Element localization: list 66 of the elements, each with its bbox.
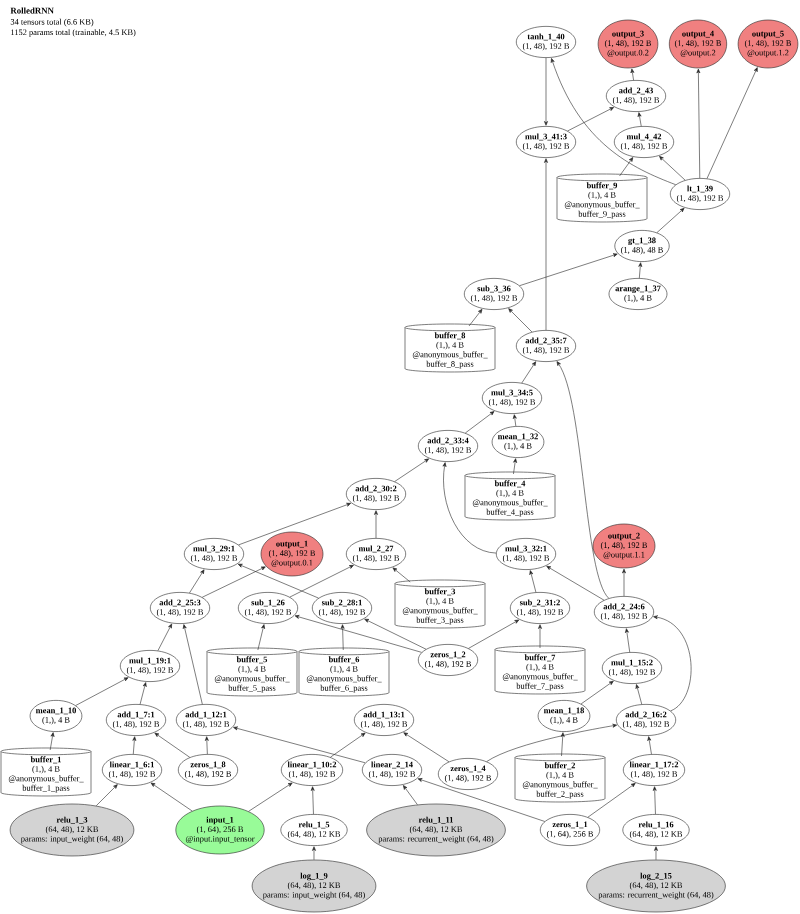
arrow	[580, 680, 614, 705]
arrow	[567, 107, 614, 132]
arrow	[364, 618, 427, 650]
arrow	[560, 732, 565, 757]
arrow	[150, 782, 193, 812]
arrow	[619, 157, 634, 177]
arrow	[550, 58, 676, 185]
arrow	[403, 732, 450, 763]
arrow	[310, 786, 315, 815]
arrow	[659, 156, 686, 181]
arrow	[519, 253, 618, 286]
arrow	[468, 309, 483, 327]
arrow	[201, 566, 266, 598]
arrow	[653, 615, 692, 712]
arrow	[139, 682, 147, 705]
arrow	[233, 726, 366, 764]
arrow	[512, 414, 517, 427]
arrow	[529, 570, 537, 593]
arrow	[587, 783, 636, 818]
arrow	[622, 568, 626, 597]
arrow	[544, 57, 548, 126]
arrow	[637, 112, 642, 127]
arrow	[652, 786, 657, 815]
arrow	[638, 262, 643, 279]
arrow	[374, 510, 378, 539]
arrow	[625, 628, 631, 653]
arrow	[468, 619, 520, 649]
arrow	[182, 624, 203, 705]
arrow	[394, 458, 429, 482]
arrow	[508, 308, 533, 333]
arrow	[132, 736, 137, 755]
arrow	[75, 677, 129, 706]
arrow	[706, 67, 758, 179]
arrow	[546, 565, 605, 601]
arrow	[656, 207, 685, 233]
arrow	[238, 502, 351, 546]
arrow	[392, 567, 411, 583]
arrow	[154, 732, 191, 758]
arrow	[95, 784, 118, 807]
arrow	[635, 684, 643, 705]
arrow	[237, 563, 319, 599]
arrow	[696, 68, 701, 179]
arrow	[544, 158, 548, 331]
arrow	[647, 736, 652, 755]
arrow	[403, 785, 418, 805]
arrow	[248, 782, 293, 812]
arrow	[442, 462, 497, 554]
arrow	[189, 569, 205, 594]
arrow	[49, 732, 55, 751]
arrow	[330, 732, 366, 758]
arrow	[465, 411, 495, 434]
arrow	[538, 624, 542, 649]
arrow	[556, 361, 610, 599]
arrow	[513, 458, 517, 475]
arrow	[486, 723, 617, 762]
arrow	[417, 778, 545, 822]
arrow	[294, 615, 422, 653]
arrow	[312, 846, 316, 860]
arrow	[157, 623, 172, 651]
arrow	[654, 846, 658, 860]
arrow	[289, 564, 354, 598]
arrow	[340, 624, 345, 651]
arrow	[204, 736, 209, 755]
arrow	[521, 361, 537, 384]
arrow	[630, 68, 635, 81]
arrow	[257, 624, 265, 651]
